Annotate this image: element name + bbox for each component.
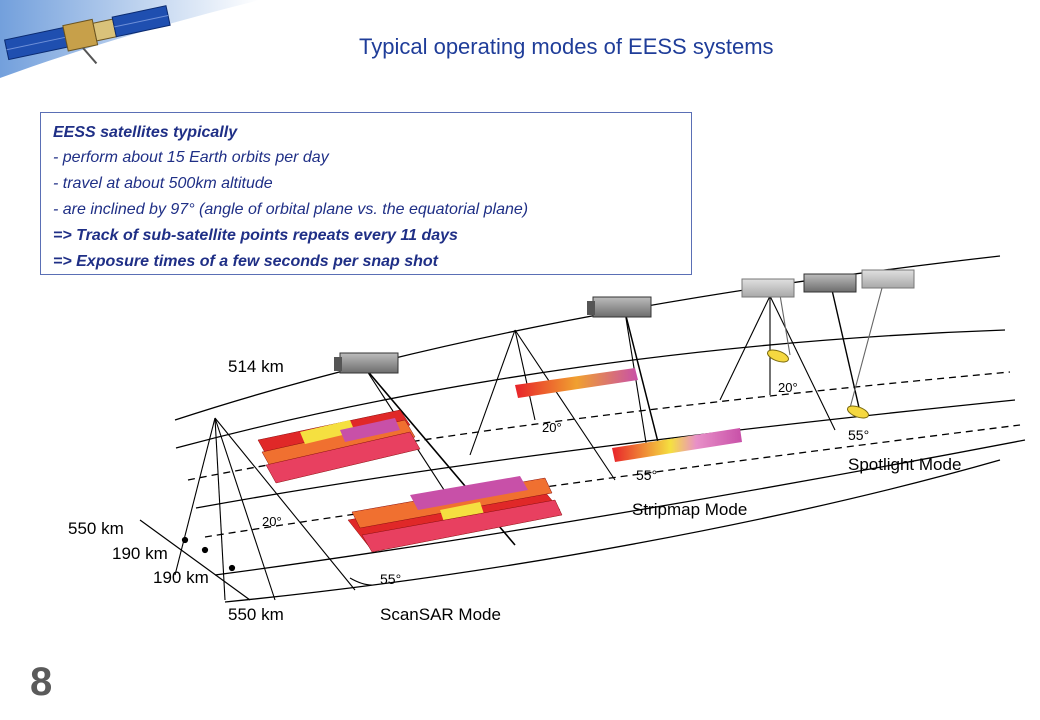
angle-label: 20° [262,514,282,529]
page-title: Typical operating modes of EESS systems [359,34,774,59]
altitude-label: 514 km [228,357,284,376]
mode-label: ScanSAR Mode [380,605,501,624]
angle-label: 20° [778,380,798,395]
angle-label: 55° [848,427,869,443]
angle-label: 20° [542,420,562,435]
spotlight-spot [767,349,789,363]
page-number: 8 [30,660,53,704]
satellite-stripmap [587,296,652,318]
info-bullet: - are inclined by 97° (angle of orbital … [53,201,529,218]
satellite-spotlight-3 [861,269,915,289]
distance-label: 550 km [228,605,284,624]
stripmap-geometry [469,311,661,481]
spotlight-geometry [719,287,883,431]
stripmap-swath [612,428,742,462]
satellite-spotlight-1 [741,278,795,298]
scansar-geometry [174,367,516,601]
orbit-lines [174,255,1026,603]
info-heading: EESS satellites typically [53,124,238,141]
satellite-scansar [334,352,399,374]
satellite-icon [3,5,171,65]
info-box: EESS satellites typically - perform abou… [40,112,692,275]
mode-label: Stripmap Mode [632,500,747,519]
distance-label: 550 km [68,519,124,538]
corner-swoosh-graphic [0,0,260,78]
distance-label: 190 km [112,544,168,563]
distance-markers [139,519,251,601]
angle-label: 55° [636,467,657,483]
spotlight-spot [847,405,869,419]
satellite-spotlight-2 [803,273,857,293]
distance-label: 190 km [153,568,209,587]
scansar-swaths [257,409,563,553]
info-bullet: - travel at about 500km altitude [53,175,273,192]
mode-label: Spotlight Mode [848,455,961,474]
info-conclusion: => Track of sub-satellite points repeats… [53,227,458,244]
info-conclusion: => Exposure times of a few seconds per s… [53,253,439,270]
angle-label: 55° [380,571,401,587]
info-bullet: - perform about 15 Earth orbits per day [53,149,329,166]
stripmap-swath [515,368,638,398]
